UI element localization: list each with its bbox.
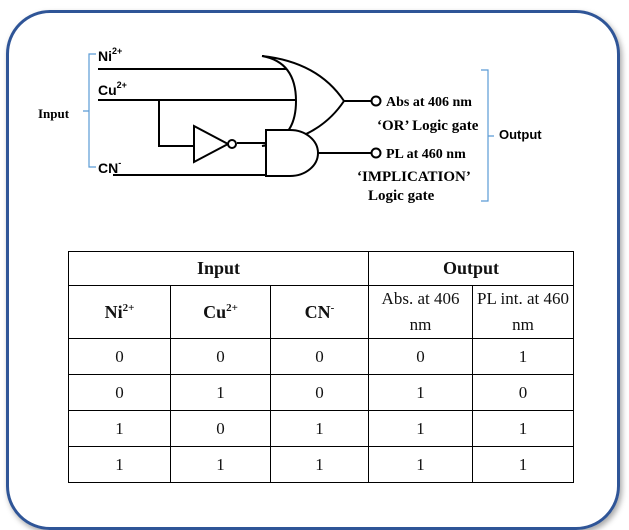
not-gate-icon — [193, 124, 231, 164]
and-output-desc-line1: ‘IMPLICATION’ — [357, 169, 471, 185]
col-header-abs: Abs. at 406 nm — [368, 285, 474, 339]
table-cell: 0 — [269, 374, 370, 411]
table-group-header-row: Input Output — [67, 251, 575, 286]
and-output-title: PL at 460 nm — [386, 147, 466, 162]
table-cell: 1 — [68, 410, 171, 447]
input-cu-label: Cu2+ — [98, 80, 127, 98]
input-group-header: Input — [67, 251, 370, 286]
table-cell: 1 — [368, 374, 474, 411]
table-row: 0 0 0 0 1 — [68, 338, 575, 375]
input-ni-label: Ni2+ — [98, 46, 122, 64]
table-row: 0 1 0 1 0 — [68, 374, 575, 411]
and-gate-icon — [265, 129, 319, 177]
not-gate-bubble-icon — [227, 139, 237, 149]
table-cell: 1 — [472, 446, 575, 483]
table-cell: 1 — [472, 338, 575, 375]
table-cell: 0 — [68, 374, 171, 411]
or-output-title: Abs at 406 nm — [386, 95, 472, 110]
cu-branch-wire — [158, 100, 194, 147]
col-header-cn: CN- — [269, 285, 370, 339]
input-cn-label: CN- — [98, 158, 121, 176]
logic-circuit-diagram: Ni2+ Cu2+ CN- Input Abs at 406 nm ‘OR’ L… — [38, 46, 542, 204]
truth-table: Input Output Ni2+ Cu2+ CN- Abs. at 406 n… — [67, 251, 575, 483]
output-bracket — [481, 69, 494, 202]
table-row: 1 0 1 1 1 — [68, 410, 575, 447]
col-header-pl: PL int. at 460 nm — [472, 285, 575, 339]
output-group-label: Output — [499, 127, 542, 142]
output-group-header: Output — [368, 251, 575, 286]
table-row: 1 1 1 1 1 — [68, 446, 575, 483]
table-column-header-row: Ni2+ Cu2+ CN- Abs. at 406 nm PL int. at … — [68, 285, 575, 339]
table-cell: 1 — [368, 446, 474, 483]
table-cell: 1 — [269, 410, 370, 447]
table-cell: 1 — [269, 446, 370, 483]
table-cell: 0 — [269, 338, 370, 375]
table-cell: 0 — [68, 338, 171, 375]
input-bracket — [83, 53, 96, 168]
table-cell: 1 — [368, 410, 474, 447]
table-cell: 0 — [472, 374, 575, 411]
or-gate-icon — [261, 55, 346, 147]
col-header-cu: Cu2+ — [170, 285, 271, 339]
table-cell: 1 — [472, 410, 575, 447]
table-cell: 1 — [68, 446, 171, 483]
table-cell: 0 — [368, 338, 474, 375]
col-header-ni: Ni2+ — [68, 285, 171, 339]
table-cell: 1 — [170, 374, 271, 411]
table-cell: 0 — [170, 410, 271, 447]
table-cell: 1 — [170, 446, 271, 483]
or-output-terminal-icon — [370, 95, 382, 107]
or-output-desc: ‘OR’ Logic gate — [377, 118, 479, 134]
and-output-terminal-icon — [370, 147, 382, 159]
and-output-desc-line2: Logic gate — [368, 188, 435, 204]
input-group-label: Input — [38, 106, 70, 121]
table-cell: 0 — [170, 338, 271, 375]
